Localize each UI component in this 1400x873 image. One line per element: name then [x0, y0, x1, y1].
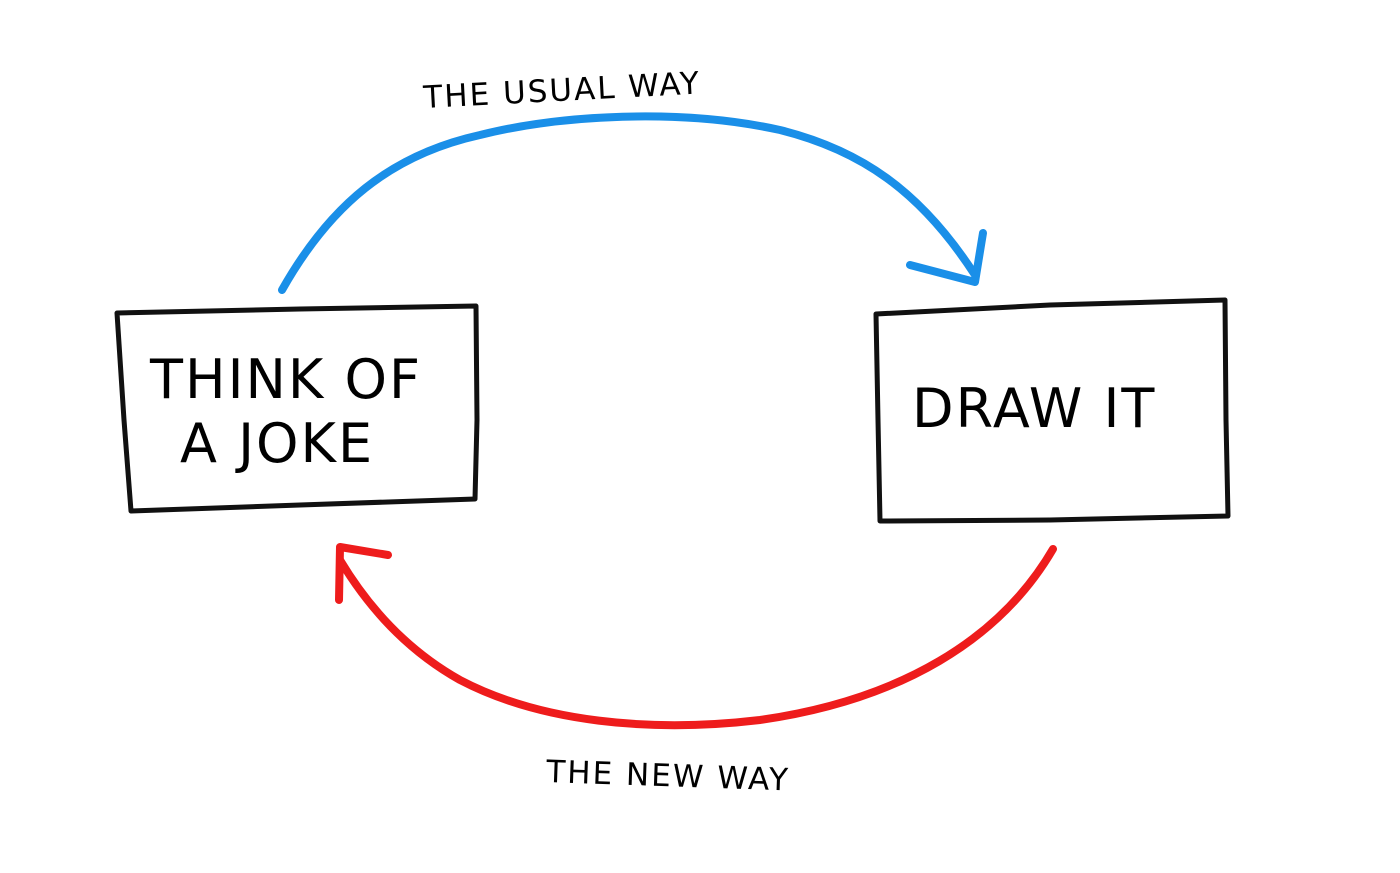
draw-it-node: DRAW IT	[873, 297, 1231, 524]
draw-it-box	[873, 297, 1231, 524]
usual-way-arrowhead	[906, 229, 987, 286]
think-of-joke-node: THINK OF A JOKE	[114, 303, 480, 514]
usual-way-label: THE USUAL WAY	[422, 66, 702, 117]
draw-it-label: DRAW IT	[912, 377, 1156, 440]
think-of-joke-box	[114, 303, 480, 514]
usual-way-arrow: THE USUAL WAY	[278, 66, 987, 294]
usual-way-arc	[278, 112, 979, 294]
new-way-label: THE NEW WAY	[545, 754, 791, 799]
think-of-joke-line2: A JOKE	[180, 412, 374, 475]
think-of-joke-line1: THINK OF	[149, 348, 422, 411]
new-way-arrow: THE NEW WAY	[335, 543, 1057, 799]
new-way-arrowhead	[335, 543, 392, 604]
new-way-arc	[336, 545, 1057, 730]
